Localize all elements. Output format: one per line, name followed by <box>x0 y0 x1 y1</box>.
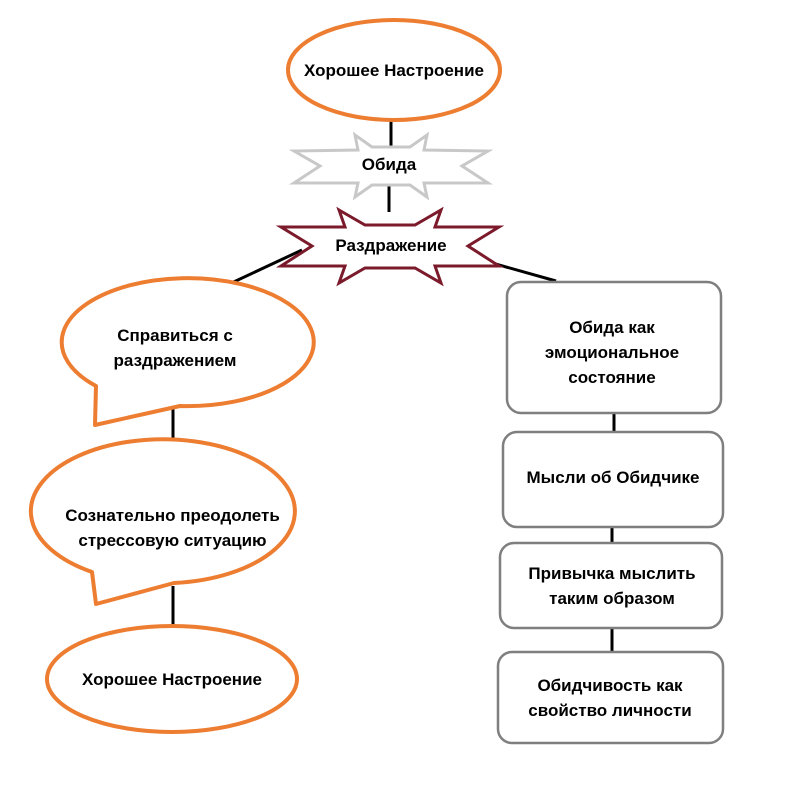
top-mood-ellipse <box>286 18 502 122</box>
irritation-star <box>275 206 505 287</box>
connector-irritation-right <box>491 261 557 283</box>
trait-box <box>496 650 725 745</box>
habit-box <box>498 541 724 630</box>
top-mood-label: Хорошее Настроение <box>304 60 484 80</box>
overcome-label: Сознательно преодолеть стрессовую ситуац… <box>65 506 280 550</box>
irritation-label: Раздражение <box>335 235 447 255</box>
bottom-mood-label: Хорошее Настроение <box>82 669 262 689</box>
offense-label: Обида <box>361 154 417 174</box>
offense-star <box>288 131 494 201</box>
cope-bubble <box>59 276 316 427</box>
thoughts-label: Мысли об Обидчике <box>526 467 700 487</box>
overcome-bubble <box>28 437 297 606</box>
connectors <box>171 119 616 652</box>
thoughts-box <box>501 430 725 529</box>
emotional-state-box <box>505 280 723 415</box>
bottom-mood-ellipse <box>45 624 299 734</box>
trait-label: Обидчивость как свойство личности <box>528 675 692 720</box>
cope-label: Справиться с раздражением <box>113 326 237 370</box>
emotional-state-label: Обида как эмоциональное состояние <box>544 317 680 387</box>
connector-irritation-left <box>224 248 303 288</box>
habit-label: Привычка мыслить таким образом <box>528 563 696 608</box>
